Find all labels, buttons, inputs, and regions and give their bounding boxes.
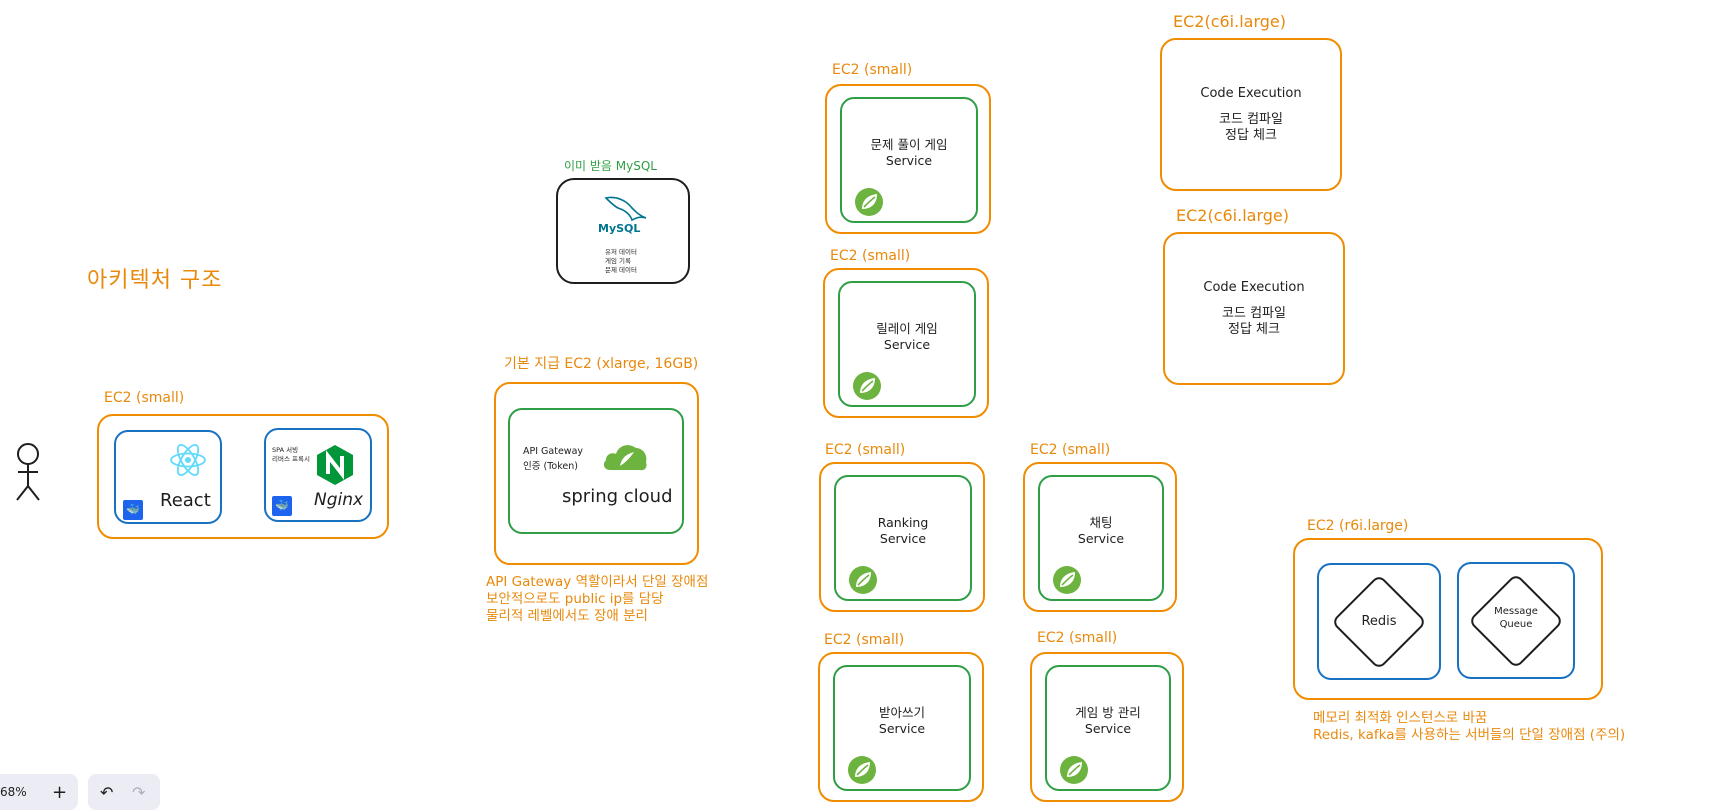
- code-exec-box-1: Code Execution 코드 컴파일 정답 체크: [1160, 38, 1342, 191]
- mysql-line-3: 문제 데이터: [605, 266, 637, 274]
- cache-note-2: Redis, kafka를 사용하는 서버들의 단일 장애점 (주의): [1313, 727, 1626, 743]
- spring-leaf-icon: [847, 755, 877, 785]
- mysql-logo-text: MySQL: [598, 222, 641, 235]
- frontend-ec2-box: React 🐳 SPA 서빙 리버스 프록시 Nginx 🐳: [97, 414, 389, 539]
- redis-label: Redis: [1361, 614, 1397, 629]
- undo-redo-control: ↶ ↷: [88, 774, 160, 810]
- gateway-line-2: 인증 (Token): [523, 461, 578, 472]
- gateway-name: spring cloud: [562, 486, 673, 507]
- code-exec-line1-2: 코드 컴파일: [1222, 305, 1286, 321]
- mq-label-1: Message: [1494, 606, 1538, 617]
- user-icon: [16, 443, 40, 501]
- zoom-level[interactable]: 68%: [0, 785, 27, 799]
- service-ec2-label: EC2 (small): [1037, 630, 1118, 646]
- page-title: 아키텍처 구조: [87, 268, 223, 293]
- cache-note-1: 메모리 최적화 인스턴스로 바꿈: [1313, 710, 1488, 726]
- spring-leaf-icon: [1059, 755, 1089, 785]
- nginx-label: Nginx: [314, 490, 364, 510]
- gateway-note-1: API Gateway 역할이라서 단일 장애점: [486, 574, 709, 590]
- gateway-note-2: 보안적으로도 public ip를 담당: [486, 591, 664, 607]
- zoom-in-button[interactable]: +: [52, 781, 68, 803]
- spring-leaf-icon: [848, 565, 878, 595]
- gateway-ec2-box: API Gateway 인증 (Token) spring cloud: [494, 382, 699, 565]
- service-name: 릴레이 게임: [876, 321, 938, 336]
- service-ec2-label: EC2 (small): [830, 248, 911, 264]
- react-label: React: [160, 490, 211, 511]
- nginx-note-1: SPA 서빙: [272, 446, 299, 454]
- mysql-line-2: 게임 기록: [605, 257, 631, 265]
- code-exec-line1-1: 코드 컴파일: [1219, 111, 1283, 127]
- nginx-logo-icon: [317, 445, 353, 485]
- service-name: 채팅: [1089, 515, 1113, 530]
- service-ec2-label: EC2 (small): [825, 442, 906, 458]
- code-exec-title-2: Code Execution: [1203, 279, 1305, 295]
- gateway-line-1: API Gateway: [523, 446, 584, 457]
- nginx-container: SPA 서빙 리버스 프록시 Nginx 🐳: [264, 428, 372, 522]
- spring-cloud-icon: [603, 445, 647, 471]
- mq-container: Message Queue: [1457, 562, 1575, 679]
- service-ec2-label: EC2 (small): [824, 632, 905, 648]
- react-container: React 🐳: [114, 430, 222, 524]
- mysql-line-1: 유저 데이터: [605, 248, 637, 256]
- mysql-label: 이미 받음 MySQL: [564, 159, 657, 173]
- service-name: 받아쓰기: [878, 705, 925, 720]
- undo-button[interactable]: ↶: [100, 782, 114, 802]
- gateway-ec2-label: 기본 지급 EC2 (xlarge, 16GB): [504, 356, 699, 372]
- zoom-control: 68% +: [0, 774, 78, 810]
- spring-leaf-icon: [854, 187, 884, 217]
- mysql-box: MySQL 유저 데이터 게임 기록 문제 데이터: [556, 178, 690, 284]
- service-suffix: Service: [879, 531, 927, 546]
- code-exec-title-1: Code Execution: [1200, 85, 1302, 101]
- code-exec-label-2: EC2(c6i.large): [1176, 206, 1289, 225]
- docker-icon: 🐳: [272, 496, 292, 516]
- service-suffix: Service: [1084, 721, 1132, 736]
- service-name: Ranking: [877, 515, 929, 530]
- docker-icon: 🐳: [123, 500, 143, 520]
- gateway-container: API Gateway 인증 (Token) spring cloud: [508, 408, 684, 534]
- cache-ec2-box: Redis Message Queue: [1293, 538, 1603, 700]
- gateway-note-3: 물리적 레벨에서도 장애 분리: [486, 608, 648, 624]
- service-suffix: Service: [885, 153, 933, 168]
- spring-leaf-icon: [852, 371, 882, 401]
- code-exec-label-1: EC2(c6i.large): [1173, 12, 1286, 31]
- code-exec-line2-1: 정답 체크: [1225, 127, 1277, 143]
- spring-leaf-icon: [1052, 565, 1082, 595]
- code-exec-line2-2: 정답 체크: [1228, 321, 1280, 337]
- service-ec2-label: EC2 (small): [1030, 442, 1111, 458]
- service-suffix: Service: [883, 337, 931, 352]
- service-name: 문제 풀이 게임: [870, 137, 948, 152]
- mysql-dolphin-icon: [604, 196, 647, 222]
- react-logo-icon: [170, 444, 206, 476]
- service-name: 게임 방 관리: [1075, 705, 1141, 720]
- cache-ec2-label: EC2 (r6i.large): [1307, 518, 1409, 534]
- nginx-note-2: 리버스 프록시: [272, 455, 310, 463]
- code-exec-box-2: Code Execution 코드 컴파일 정답 체크: [1163, 232, 1345, 385]
- mq-label-2: Queue: [1499, 619, 1533, 630]
- service-ec2-label: EC2 (small): [832, 62, 913, 78]
- service-suffix: Service: [878, 721, 926, 736]
- service-suffix: Service: [1077, 531, 1125, 546]
- redo-button[interactable]: ↷: [132, 782, 146, 802]
- frontend-ec2-label: EC2 (small): [104, 390, 185, 406]
- redis-container: Redis: [1317, 563, 1441, 680]
